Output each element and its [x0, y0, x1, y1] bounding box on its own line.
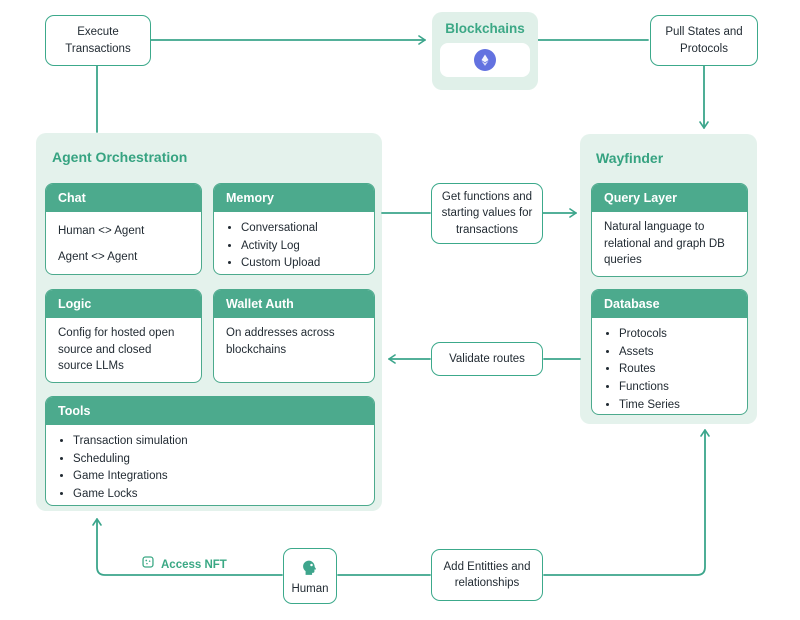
- tools-card-body: Transaction simulation Scheduling Game I…: [46, 425, 374, 505]
- list-item: Custom Upload: [241, 255, 362, 272]
- query-layer-card-title: Query Layer: [592, 184, 747, 212]
- logic-card: Logic Config for hosted open source and …: [45, 289, 202, 383]
- list-item: Game Locks: [73, 486, 362, 503]
- query-layer-card-body: Natural language to relational and graph…: [604, 221, 725, 267]
- blockchains-title: Blockchains: [445, 21, 525, 36]
- wayfinder-container: Wayfinder Query Layer Natural language t…: [580, 134, 757, 424]
- pull-states-node: Pull States and Protocols: [650, 15, 758, 66]
- validate-routes-node: Validate routes: [431, 342, 543, 376]
- memory-card-title: Memory: [214, 184, 374, 212]
- tools-card-title: Tools: [46, 397, 374, 425]
- list-item: Assets: [619, 344, 735, 361]
- list-item: Game Integrations: [73, 468, 362, 485]
- wallet-auth-card: Wallet Auth On addresses across blockcha…: [213, 289, 375, 383]
- list-item: Scheduling: [73, 451, 362, 468]
- blockchains-panel: Blockchains: [432, 12, 538, 90]
- human-head-icon: [300, 557, 320, 582]
- chat-card-title: Chat: [46, 184, 201, 212]
- agent-orchestration-title: Agent Orchestration: [52, 149, 188, 165]
- chat-card: Chat Human <> Agent Agent <> Agent: [45, 183, 202, 275]
- access-nft-text: Access NFT: [161, 558, 227, 571]
- wallet-auth-card-title: Wallet Auth: [214, 290, 374, 318]
- get-functions-node: Get functions and starting values for tr…: [431, 183, 543, 244]
- list-item: Time Series: [619, 397, 735, 414]
- database-card-body: Protocols Assets Routes Functions Time S…: [592, 318, 747, 414]
- blockchain-chip: [440, 43, 530, 77]
- memory-card-body: Conversational Activity Log Custom Uploa…: [214, 212, 374, 274]
- memory-list: Conversational Activity Log Custom Uploa…: [226, 220, 362, 272]
- edge-add-entities-to-database: [543, 429, 710, 576]
- logic-card-body: Config for hosted open source and closed…: [58, 327, 175, 373]
- wayfinder-title: Wayfinder: [596, 150, 664, 166]
- chat-line: Human <> Agent: [58, 225, 145, 237]
- list-item: Functions: [619, 379, 735, 396]
- list-item: Transaction simulation: [73, 433, 362, 450]
- list-item: Activity Log: [241, 238, 362, 255]
- execute-transactions-node: Execute Transactions: [45, 15, 151, 66]
- chat-line: Agent <> Agent: [58, 250, 138, 263]
- tools-list: Transaction simulation Scheduling Game I…: [58, 433, 362, 503]
- list-item: Routes: [619, 361, 735, 378]
- human-node: Human: [283, 548, 337, 604]
- agent-orchestration-container: Agent Orchestration Chat Human <> Agent …: [36, 133, 382, 511]
- wallet-auth-card-body: On addresses across blockchains: [226, 327, 335, 356]
- tools-card: Tools Transaction simulation Scheduling …: [45, 396, 375, 506]
- list-item: Conversational: [241, 220, 362, 237]
- memory-card: Memory Conversational Activity Log Custo…: [213, 183, 375, 275]
- access-nft-label: Access NFT: [141, 555, 227, 574]
- human-label: Human: [291, 583, 329, 595]
- ethereum-icon: [474, 49, 496, 71]
- list-item: Protocols: [619, 326, 735, 343]
- chat-card-body: Human <> Agent Agent <> Agent: [46, 212, 201, 274]
- add-entities-node: Add Entitties and relationships: [431, 549, 543, 601]
- database-card-title: Database: [592, 290, 747, 318]
- nft-document-icon: [141, 555, 155, 574]
- database-card: Database Protocols Assets Routes Functio…: [591, 289, 748, 415]
- logic-card-title: Logic: [46, 290, 201, 318]
- database-list: Protocols Assets Routes Functions Time S…: [604, 326, 735, 413]
- query-layer-card: Query Layer Natural language to relation…: [591, 183, 748, 277]
